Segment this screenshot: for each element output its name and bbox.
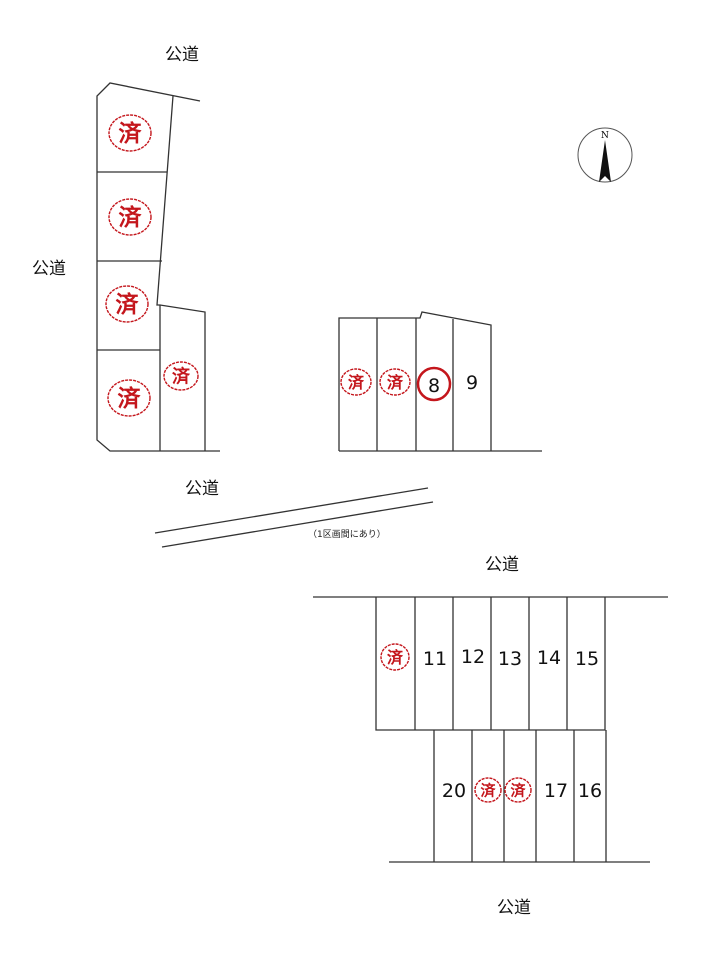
sold-stamp-label: 済 [118, 385, 142, 412]
sold-stamp: 済 [379, 368, 411, 396]
left-block [96, 82, 220, 452]
road-edge [161, 501, 434, 548]
road-label-lower-north: 公道 [485, 555, 519, 575]
road-edge [154, 487, 429, 534]
note-text: （1区画間にあり） [308, 529, 386, 540]
lot-number[interactable]: 11 [423, 648, 447, 670]
sold-stamp: 済 [504, 777, 532, 803]
middle-block [338, 311, 542, 452]
north-arrow-icon: N [577, 127, 633, 183]
sold-stamp-ring [504, 777, 532, 803]
sold-stamp-label: 済 [480, 781, 496, 799]
lot-number[interactable]: 20 [442, 780, 466, 802]
lot-number[interactable]: 12 [461, 646, 485, 668]
sold-stamp-label: 済 [387, 648, 404, 667]
sold-stamp: 済 [107, 379, 151, 417]
sold-stamp-ring [380, 643, 410, 671]
road-label-lower-south: 公道 [497, 898, 531, 918]
sold-stamp-ring [108, 198, 152, 236]
sold-stamp: 済 [380, 643, 410, 671]
sold-stamp: 済 [105, 285, 149, 323]
sold-stamp: 済 [340, 368, 372, 396]
sold-stamp-ring [163, 361, 199, 391]
sold-stamp: 済 [108, 198, 152, 236]
sold-stamp: 済 [163, 361, 199, 391]
lot-number[interactable]: 15 [575, 648, 599, 670]
sold-stamp-ring [105, 285, 149, 323]
road-label-north: 公道 [165, 45, 199, 65]
road-label-west: 公道 [32, 259, 66, 279]
lot-8-number[interactable]: 8 [428, 375, 440, 397]
lot-8-highlight-ring [416, 366, 452, 402]
sold-stamp: 済 [108, 114, 152, 152]
sold-stamp-ring [474, 777, 502, 803]
sold-stamp-ring [107, 379, 151, 417]
lot-number[interactable]: 17 [544, 780, 568, 802]
sold-stamp-ring [108, 114, 152, 152]
lot-number[interactable]: 14 [537, 647, 561, 669]
sold-stamp-label: 済 [510, 781, 526, 799]
sold-stamp-label: 済 [172, 365, 191, 387]
lower-block [313, 596, 668, 863]
sold-stamp-label: 済 [119, 120, 143, 147]
sold-stamp-ring [340, 368, 372, 396]
road-label-middle: 公道 [185, 479, 219, 499]
sold-stamp-label: 済 [348, 373, 365, 392]
lot-9-number[interactable]: 9 [466, 372, 478, 394]
sold-stamp: 済 [474, 777, 502, 803]
sold-stamp-label: 済 [116, 291, 140, 318]
sold-stamp-label: 済 [387, 373, 404, 392]
lot-number[interactable]: 16 [578, 780, 602, 802]
sold-stamp-ring [379, 368, 411, 396]
lot-number[interactable]: 13 [498, 648, 522, 670]
sold-stamp-label: 済 [119, 204, 143, 231]
compass-label: N [601, 131, 609, 141]
